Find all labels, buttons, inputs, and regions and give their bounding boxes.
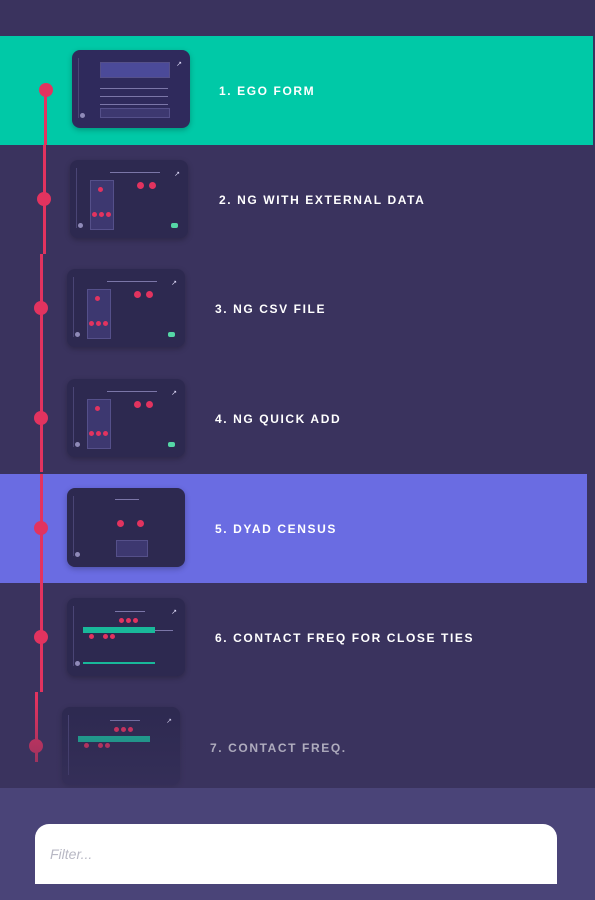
timeline-node xyxy=(37,192,51,206)
stage-contact-freq-close-ties[interactable]: ↗ 6. CONTACT FREQ FOR CLOSE TIES xyxy=(0,583,593,692)
filter-footer xyxy=(0,788,595,900)
timeline-node xyxy=(34,630,48,644)
stage-thumbnail[interactable]: ↗ xyxy=(67,598,185,676)
timeline-node xyxy=(29,739,43,753)
stage-label: 5. DYAD CENSUS xyxy=(215,522,337,536)
stage-thumbnail[interactable]: ↗ xyxy=(67,269,185,347)
stage-ng-quick-add[interactable]: ↗ 4. NG QUICK ADD xyxy=(0,363,593,472)
stage-label: 4. NG QUICK ADD xyxy=(215,412,342,426)
stage-ng-csv-file[interactable]: ↗ 3. NG CSV FILE xyxy=(0,254,593,363)
stage-thumbnail[interactable]: ↗ xyxy=(67,379,185,457)
stage-label: 1. EGO FORM xyxy=(219,84,316,98)
stage-thumbnail[interactable] xyxy=(67,488,185,567)
stage-ego-form[interactable]: ↗ 1. EGO FORM xyxy=(0,36,593,145)
filter-input[interactable] xyxy=(35,824,557,884)
timeline-connector xyxy=(44,90,47,145)
stage-label: 7. CONTACT FREQ. xyxy=(210,741,347,755)
stage-contact-freq[interactable]: ↗ 7. CONTACT FREQ. xyxy=(0,692,593,801)
stage-ng-external-data[interactable]: ↗ 2. NG WITH EXTERNAL DATA xyxy=(0,145,593,254)
timeline-node xyxy=(34,521,48,535)
stage-thumbnail[interactable]: ↗ xyxy=(62,707,180,785)
stage-dyad-census[interactable]: 5. DYAD CENSUS xyxy=(0,474,587,583)
timeline-node xyxy=(39,83,53,97)
stage-label: 3. NG CSV FILE xyxy=(215,302,327,316)
stage-label: 6. CONTACT FREQ FOR CLOSE TIES xyxy=(215,631,475,645)
stage-timeline: ↗ 1. EGO FORM ↗ 2. NG WITH EXTERNAL DATA xyxy=(0,36,595,790)
stage-thumbnail[interactable]: ↗ xyxy=(70,160,188,238)
timeline-node xyxy=(34,301,48,315)
timeline-node xyxy=(34,411,48,425)
stage-label: 2. NG WITH EXTERNAL DATA xyxy=(219,193,426,207)
stage-thumbnail[interactable]: ↗ xyxy=(72,50,190,128)
